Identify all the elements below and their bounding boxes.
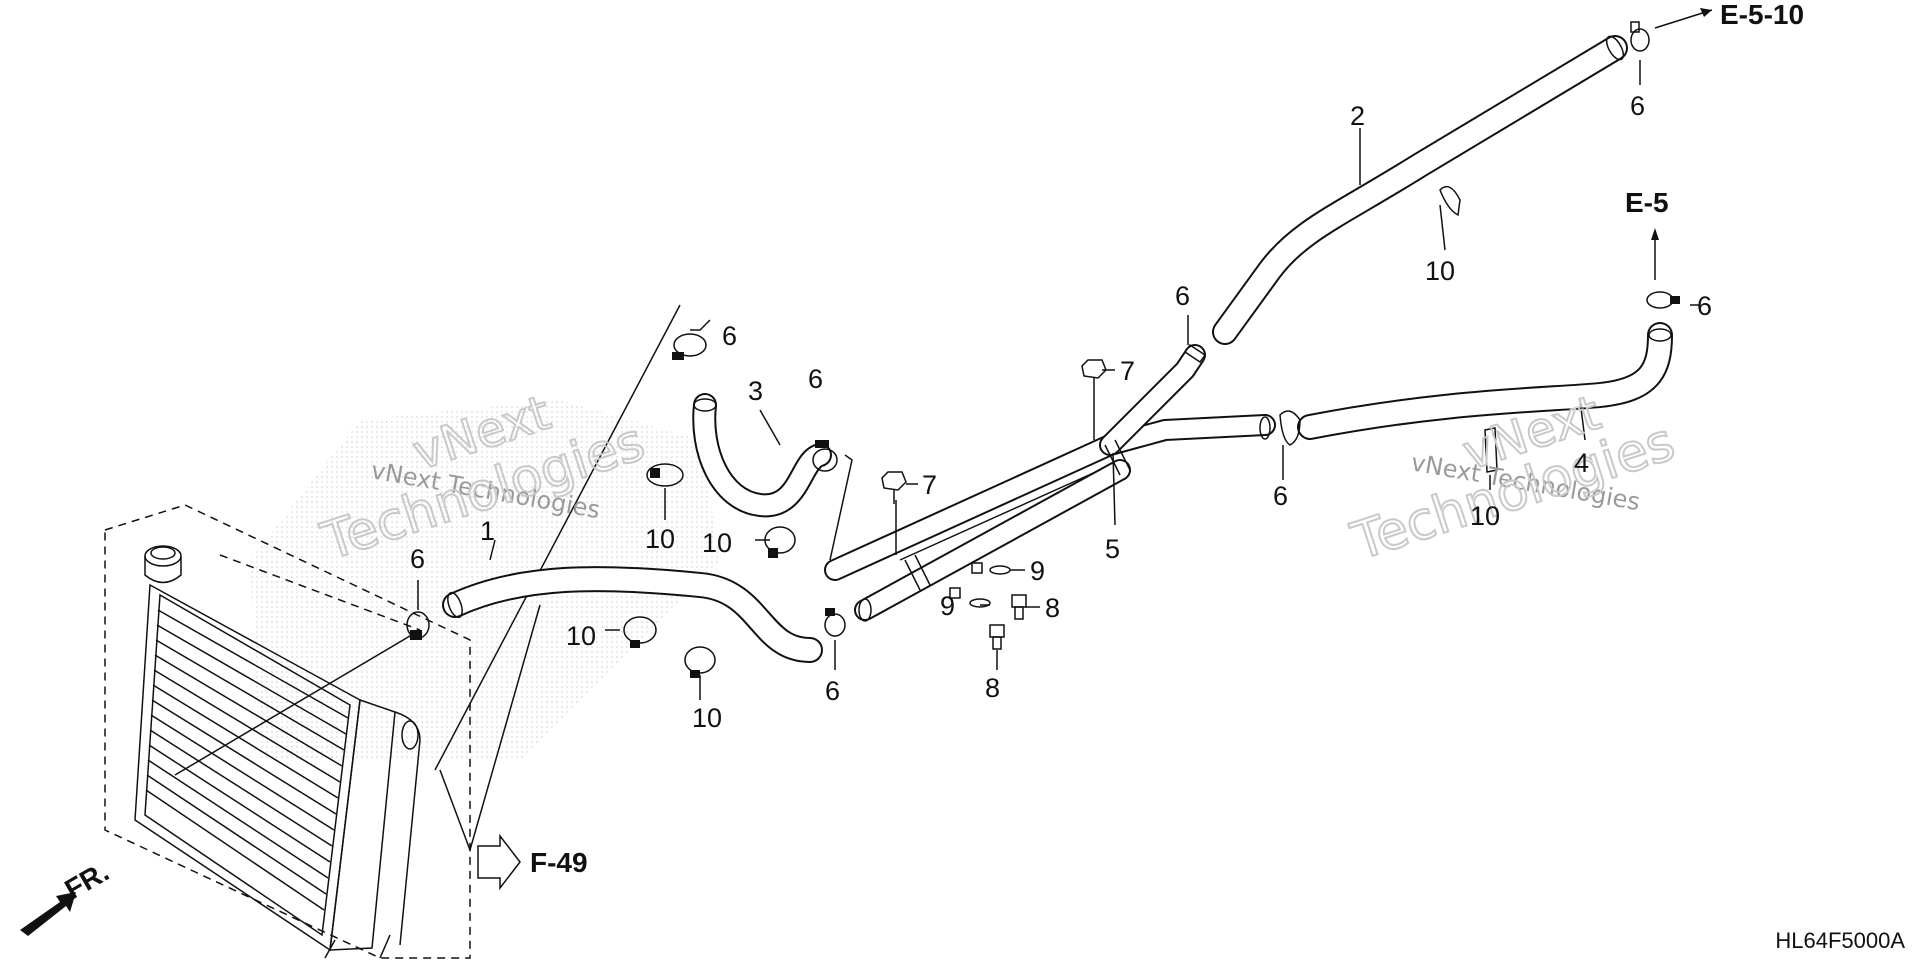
clamp-10-top xyxy=(1439,185,1461,217)
bolt-7-upper xyxy=(1081,359,1107,392)
pipe-assembly-5 xyxy=(824,344,1276,622)
callout-labels: 2 3 4 5 1 6 6 6 6 6 6 6 6 7 7 8 8 9 9 10… xyxy=(410,91,1712,733)
callout-8-low: 8 xyxy=(985,673,1000,703)
callout-8-right: 8 xyxy=(1045,593,1060,623)
callout-10-c: 10 xyxy=(566,621,596,651)
grommet xyxy=(971,562,983,574)
callout-7-upper: 7 xyxy=(1120,356,1135,386)
callout-2: 2 xyxy=(1350,101,1365,131)
clamp-10-right xyxy=(1484,427,1498,473)
washer-9-left xyxy=(969,598,991,608)
hose-4 xyxy=(1297,322,1673,440)
callout-4: 4 xyxy=(1574,448,1589,478)
callout-6-clamp-b: 6 xyxy=(808,364,823,394)
hose-2 xyxy=(1212,35,1628,345)
clamps xyxy=(406,21,1680,678)
callout-5: 5 xyxy=(1105,534,1120,564)
clamp-10c xyxy=(623,616,657,648)
front-arrow-icon xyxy=(20,892,76,936)
callout-9-right: 9 xyxy=(1030,556,1045,586)
radiator-fins xyxy=(145,609,349,911)
hose-3 xyxy=(692,393,832,518)
callout-6-mid: 6 xyxy=(1175,281,1190,311)
callout-10-d: 10 xyxy=(692,703,722,733)
ref-e-5-10: E-5-10 xyxy=(1720,0,1804,30)
callout-7-lower: 7 xyxy=(922,470,937,500)
callout-10-right: 10 xyxy=(1470,501,1500,531)
callout-1: 1 xyxy=(480,516,495,546)
clamp-e510 xyxy=(1630,21,1650,52)
clamp-low xyxy=(824,608,846,637)
clamp-e5 xyxy=(1646,291,1680,309)
ref-f-49: F-49 xyxy=(530,847,588,878)
callout-9-left: 9 xyxy=(940,591,955,621)
bolt-8-low xyxy=(989,624,1005,650)
bolt-7-lower xyxy=(881,471,907,504)
washer-9-right xyxy=(989,565,1011,575)
callout-10-b: 10 xyxy=(702,528,732,558)
bolt-8-right xyxy=(1011,594,1027,620)
grommet xyxy=(949,587,961,599)
hose-1 xyxy=(442,566,823,663)
ref-arrows xyxy=(20,8,1713,936)
clamp-left xyxy=(406,611,430,640)
callout-10-a: 10 xyxy=(645,524,675,554)
callout-6-left: 6 xyxy=(410,544,425,574)
radiator-leaders xyxy=(174,304,681,853)
ref-e-5: E-5 xyxy=(1625,187,1669,218)
callout-6-joint: 6 xyxy=(1273,481,1288,511)
section-refs: E-5-10 E-5 F-49 FR. xyxy=(60,0,1805,905)
callout-6-e5: 6 xyxy=(1697,291,1712,321)
callout-6-top: 6 xyxy=(1630,91,1645,121)
callout-leaders xyxy=(417,60,1700,700)
callout-6-low: 6 xyxy=(825,676,840,706)
diagram-code: HL64F5000A xyxy=(1775,928,1905,953)
clamp-3 xyxy=(812,440,838,472)
clamp-10b xyxy=(764,526,796,558)
radiator xyxy=(104,504,471,959)
clamp-top-left xyxy=(672,333,707,360)
clamp-10d xyxy=(684,646,716,678)
callout-10-top: 10 xyxy=(1425,256,1455,286)
watermark-halftone xyxy=(250,400,720,760)
callout-6-clamp-a: 6 xyxy=(722,321,737,351)
fasteners xyxy=(881,359,1107,650)
clamp-mid xyxy=(1183,343,1207,364)
callout-3: 3 xyxy=(748,376,763,406)
clamp-10a xyxy=(646,463,684,487)
f49-arrow-icon xyxy=(477,833,521,891)
clamp-joint xyxy=(1279,410,1301,446)
